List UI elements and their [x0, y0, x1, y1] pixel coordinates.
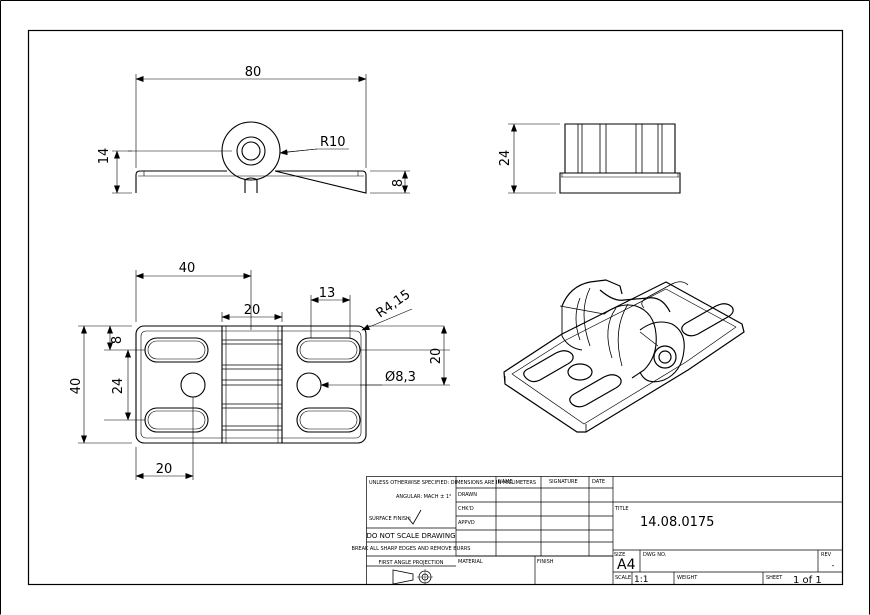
tb-angular-note: ANGULAR: MACH ± 1° [396, 494, 452, 500]
tb-general-note: UNLESS OTHERWISE SPECIFIED: DIMENSIONS A… [369, 480, 536, 486]
plan-view-dimensions [78, 270, 450, 480]
front-view [128, 121, 367, 194]
isometric-view [503, 279, 745, 433]
tb-sheet-value: 1 of 1 [793, 575, 822, 586]
dim-base-thickness: 8 [391, 179, 406, 187]
tb-rev-value: - [832, 561, 835, 570]
tb-row-drawn: DRAWN [458, 492, 477, 498]
dim-side-height: 24 [498, 150, 513, 167]
dim-front-height: 14 [97, 148, 112, 165]
tb-title-value: 14.08.0175 [640, 515, 714, 530]
surface-finish-symbol [407, 509, 422, 525]
side-view-dimensions [508, 123, 560, 194]
dim-plan-slot-spacing: 20 [429, 348, 444, 365]
tb-material-label: MATERIAL [458, 559, 483, 565]
tb-scale-value: 1:1 [634, 575, 648, 585]
dim-plan-center-width: 20 [244, 303, 261, 318]
tb-do-not-scale: DO NOT SCALE DRAWING [366, 532, 455, 540]
tb-break-edges: BREAK ALL SHARP EDGES AND REMOVE BURRS [352, 546, 471, 552]
tb-row-checked: CHK'D [458, 506, 474, 512]
front-view-dimensions [112, 74, 410, 194]
dim-plan-hole-dia: Ø8,3 [385, 370, 416, 385]
dim-plan-hole-offset: 20 [156, 462, 173, 477]
plan-view [135, 325, 367, 444]
dim-plan-slot-pitch: 24 [111, 378, 126, 395]
dim-plan-half-width: 40 [179, 261, 196, 276]
tb-col-date: DATE [592, 479, 605, 485]
tb-finish-label: FINISH [537, 559, 554, 565]
tb-projection: FIRST ANGLE PROJECTION [379, 560, 444, 566]
tb-scale-label: SCALE [615, 575, 631, 581]
title-block [366, 476, 843, 585]
tb-weight-label: WEIGHT [677, 575, 698, 581]
side-view [559, 123, 681, 194]
dim-plan-corner-radius: R4,15 [374, 287, 414, 321]
tb-col-name: NAME [498, 479, 513, 485]
dim-plan-slot-offset: 8 [110, 336, 125, 344]
dim-plan-slot-length: 13 [319, 286, 336, 301]
tb-col-signature: SIGNATURE [549, 479, 578, 485]
tb-dwg-label: DWG NO. [643, 552, 667, 558]
dim-pin-radius: R10 [320, 135, 346, 150]
tb-rev-label: REV [821, 552, 832, 558]
tb-row-approved: APPVD [458, 520, 475, 526]
tb-surface-finish: SURFACE FINISH: [369, 516, 412, 522]
dim-plan-height: 40 [69, 378, 84, 395]
dim-top-width: 80 [245, 65, 262, 80]
tb-sheet-label: SHEET [766, 575, 783, 581]
tb-size-label: SIZE [614, 552, 625, 558]
tb-title-label: TITLE [614, 506, 629, 512]
first-angle-projection-icon [392, 569, 433, 585]
tb-size-value: A4 [617, 557, 636, 573]
